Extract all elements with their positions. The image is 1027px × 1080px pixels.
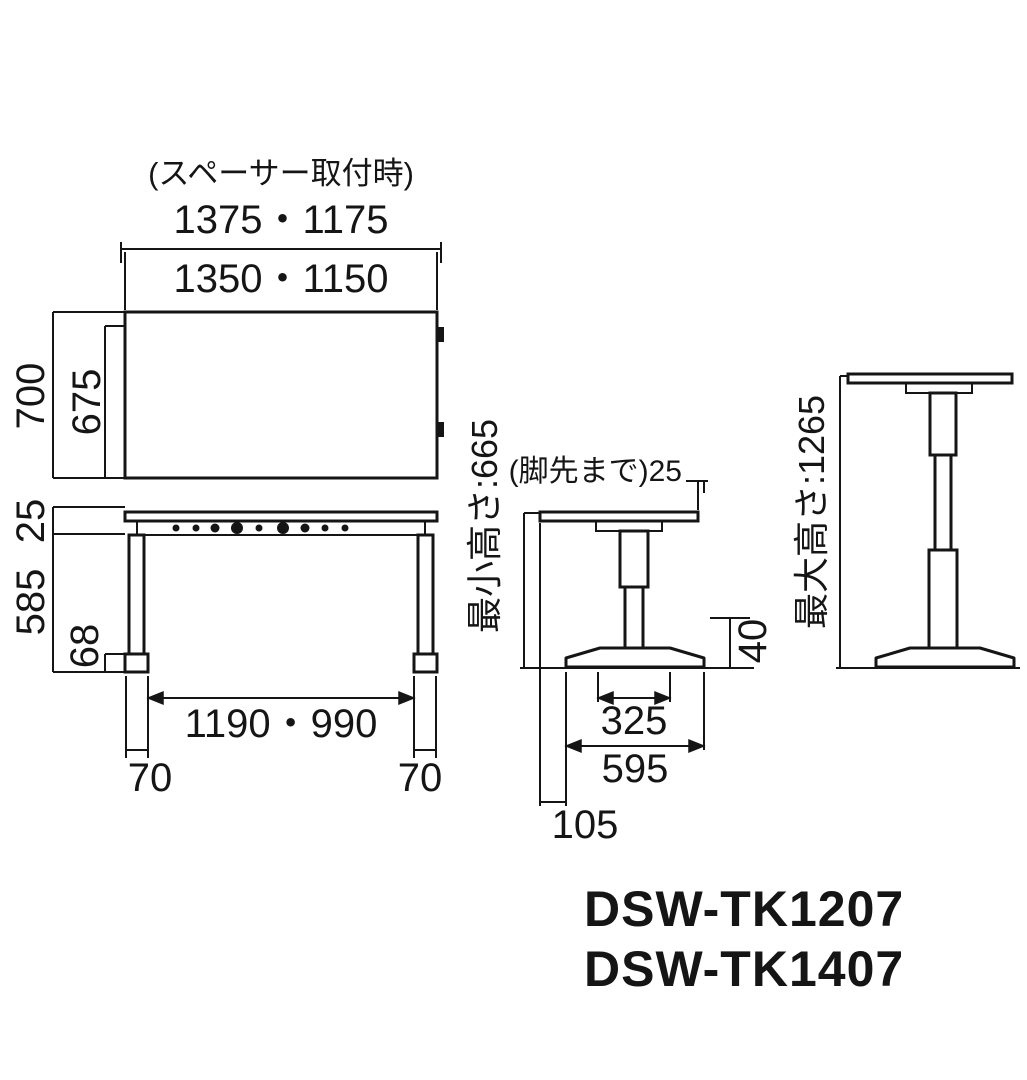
- column-upper: [928, 391, 958, 457]
- frame-hole: [300, 523, 310, 533]
- clamp-tab-top: [436, 327, 444, 342]
- dim-leg-span: 1190・990: [185, 702, 378, 746]
- frame-hole: [277, 522, 289, 534]
- tabletop-outline: [123, 310, 439, 480]
- model-numbers: DSW-TK1207 DSW-TK1407: [584, 881, 904, 997]
- left-foot: [123, 652, 150, 674]
- frame-hole: [341, 524, 349, 532]
- dim-foot-height: 68: [63, 624, 107, 669]
- under-frame: [136, 520, 426, 536]
- tabletop-side-profile: [846, 372, 1014, 385]
- dim-overhang: 105: [552, 803, 619, 847]
- dim-max-height: 最大高さ:1265: [791, 395, 832, 629]
- side-view-min-height: 最小高さ:665 (脚先まで)25 40 325 595 105: [464, 419, 775, 847]
- clamp-tab-bottom: [436, 422, 444, 437]
- column-lower: [927, 548, 959, 650]
- dim-leg-height: 585: [9, 569, 53, 636]
- model-number-2: DSW-TK1407: [584, 941, 904, 997]
- model-number-1: DSW-TK1207: [584, 881, 904, 937]
- dim-foot-width-right: 70: [398, 756, 443, 800]
- dim-depth-inner: 675: [65, 369, 109, 436]
- column-middle: [933, 453, 953, 552]
- tabletop-side-profile: [123, 510, 439, 523]
- spacer-note-label: (スペーサー取付時): [148, 156, 414, 191]
- tabletop-side-profile: [538, 510, 700, 523]
- frame-hole: [231, 522, 243, 534]
- frame-hole: [210, 523, 220, 533]
- dim-base-depth: 595: [602, 747, 669, 791]
- dim-foot-width-left: 70: [128, 756, 173, 800]
- frame-hole: [255, 524, 263, 532]
- right-foot: [412, 652, 439, 674]
- base-foot: [874, 646, 1016, 669]
- column-lower: [623, 585, 645, 650]
- frame-hole: [192, 524, 200, 532]
- dim-base-height: 40: [731, 619, 775, 664]
- dim-width-with-spacer: 1375・1175: [174, 198, 389, 242]
- front-view: 25 585 68 1190・990 70 70: [9, 499, 442, 800]
- leg-tip-note-label: (脚先まで)25: [509, 455, 682, 488]
- column-upper: [618, 529, 650, 589]
- right-leg: [416, 533, 435, 656]
- dim-width: 1350・1150: [174, 257, 389, 301]
- left-leg: [127, 533, 146, 656]
- top-view: (スペーサー取付時) 1375・1175 1350・1150 700 675: [9, 156, 444, 480]
- dim-min-height: 最小高さ:665: [464, 419, 505, 633]
- frame-hole: [172, 524, 180, 532]
- base-foot: [564, 646, 706, 669]
- dim-top-thickness: 25: [9, 499, 53, 544]
- dim-column-base: 325: [601, 699, 668, 743]
- side-view-max-height: 最大高さ:1265: [791, 372, 1020, 669]
- frame-hole: [321, 524, 329, 532]
- dim-depth: 700: [9, 363, 53, 430]
